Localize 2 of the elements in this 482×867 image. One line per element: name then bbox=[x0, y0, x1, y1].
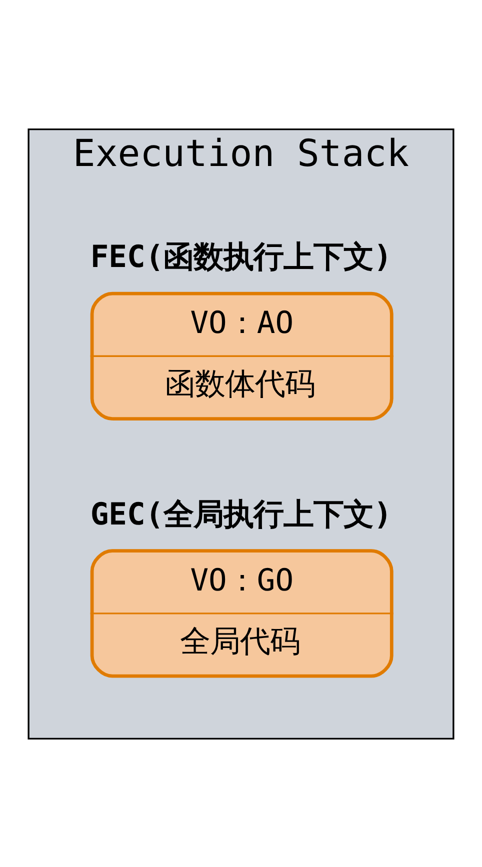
node-label: FEC(函数执行上下文) bbox=[90, 240, 392, 275]
node-label: GEC(全局执行上下文) bbox=[90, 496, 392, 532]
